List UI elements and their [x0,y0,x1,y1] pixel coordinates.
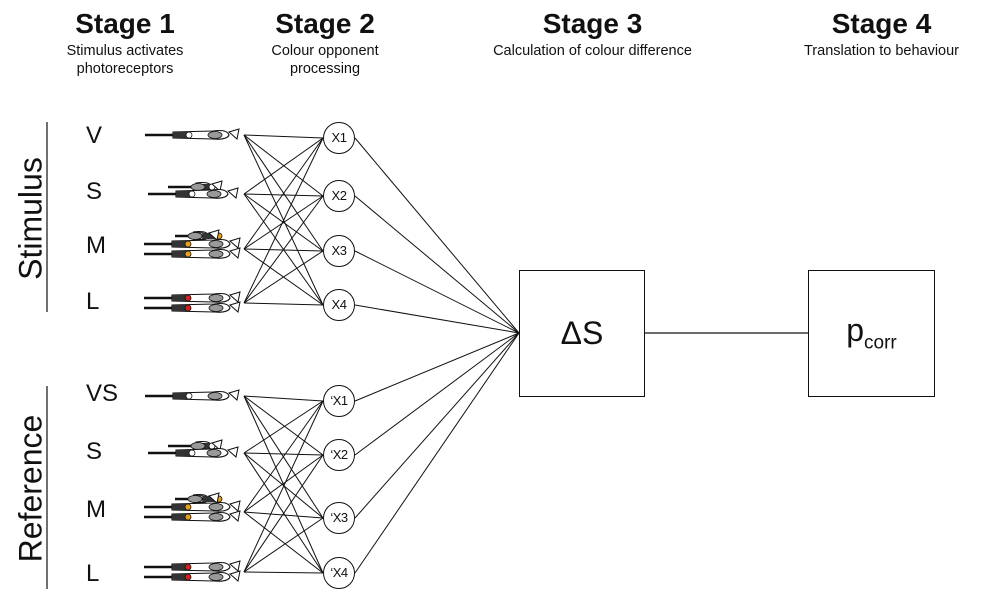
stimulus-receptor-label: V [86,122,103,149]
stimulus-group-label: Stimulus [12,157,49,280]
node-delta-connection [354,250,520,334]
reference-photoreceptor-s [168,439,223,451]
receptor-node-connection [243,395,324,402]
receptor-node-connection [243,250,324,304]
stimulus-photoreceptor-m [175,229,223,241]
stage-4-subtitle: Translation to behaviour [803,43,960,59]
receptor-node-connection [243,400,324,454]
stage-1-subtitle: Stimulus activates photoreceptors [66,43,184,77]
reference-opponent-node: ‘X3 [323,502,355,534]
receptor-node-connection [243,400,324,573]
receptor-node-connection [243,400,324,513]
stimulus-receptor-label: L [86,288,100,315]
receptor-node-connection [243,517,324,573]
reference-photoreceptor-m [144,510,241,522]
node-delta-connection [354,332,520,402]
reference-photoreceptor-m [144,500,241,512]
receptor-node-connection [243,137,324,304]
p-subscript: corr [864,332,897,354]
receptor-node-connection [243,134,324,139]
node-delta-connection [354,332,520,456]
stimulus-receptor-label: M [86,232,106,259]
stimulus-photoreceptor-l [144,301,241,313]
receptor-node-connection [243,454,324,513]
receptor-node-connection [243,193,324,197]
node-delta-connection [354,195,520,334]
reference-opponent-node: ‘X2 [323,439,355,471]
reference-photoreceptor-l [144,570,241,582]
receptor-node-connection [243,395,324,456]
stimulus-opponent-node: X1 [323,122,355,154]
stimulus-opponent-node: X3 [323,235,355,267]
receptor-node-connection [243,137,324,195]
stimulus-opponent-node: X2 [323,180,355,212]
receptor-node-connection [243,302,324,306]
stimulus-photoreceptor-m [144,237,241,249]
receptor-node-connection [243,395,324,574]
stimulus-opponent-node: X4 [323,289,355,321]
reference-opponent-node: ‘X1 [323,385,355,417]
reference-opponent-node: ‘X4 [323,557,355,589]
stage-3-subtitle: Calculation of colour difference [493,43,692,59]
stage-4-title: Stage 4 [831,8,932,39]
receptor-node-connection [243,511,324,574]
reference-receptor-label: M [86,496,106,523]
receptor-node-connection [243,137,324,250]
delta-s-box: ΔS [519,270,645,397]
stimulus-photoreceptor-s [148,187,239,199]
reference-receptor-label: S [86,438,103,465]
receptor-node-connection [243,454,324,573]
stage-2-subtitle: Colour opponent processing [271,43,379,77]
reference-photoreceptor-m [175,492,223,504]
stage-1-title: Stage 1 [75,8,175,39]
stage-1-header: Stage 1 Stimulus activates photoreceptor… [30,8,220,78]
node-delta-connection [354,304,520,334]
p-label: p [846,312,865,348]
stage-2-header: Stage 2 Colour opponent processing [250,8,400,78]
p-corr-box: pcorr [808,270,935,397]
reference-receptor-label: VS [86,380,119,407]
receptor-node-connection [243,195,324,304]
stimulus-photoreceptor-v [145,128,240,140]
reference-photoreceptor-s [148,446,239,458]
reference-photoreceptor-l [144,560,241,572]
stage-3-title: Stage 3 [542,8,643,39]
reference-receptor-label: L [86,560,100,587]
stage-3-header: Stage 3 Calculation of colour difference [450,8,735,60]
reference-photoreceptor-v [145,389,240,401]
receptor-node-connection [243,452,324,456]
delta-s-label: ΔS [560,315,604,351]
node-delta-connection [354,332,520,574]
reference-group-label: Reference [12,414,49,563]
stimulus-photoreceptor-m [144,247,241,259]
stage-4-header: Stage 4 Translation to behaviour [770,8,993,60]
receptor-node-connection [243,511,324,519]
node-delta-connection [354,332,520,519]
stimulus-photoreceptor-l [144,291,241,303]
node-delta-connection [354,137,520,334]
stage-2-title: Stage 2 [275,8,375,39]
stimulus-receptor-label: S [86,178,103,205]
receptor-node-connection [243,195,324,250]
receptor-node-connection [243,571,324,574]
